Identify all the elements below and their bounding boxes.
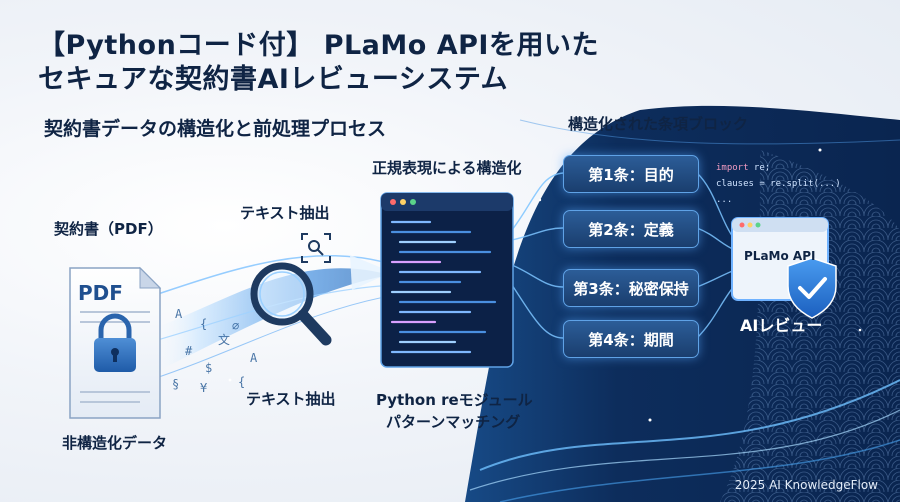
subtitle: 契約書データの構造化と前処理プロセス — [44, 118, 387, 140]
floating-glyphs: A { 文 # $ § ∅ ¥ A { — [172, 307, 258, 395]
clause-block-1: 第1条：目的 — [563, 155, 699, 193]
code-line-2: clauses = re.split(...) — [716, 179, 841, 189]
clause-blocks-label: 構造化された条項ブロック — [568, 115, 749, 133]
svg-text:{: { — [238, 375, 245, 389]
code-line-3: ... — [716, 195, 733, 205]
pdf-doc-text: PDF — [78, 281, 123, 305]
footer-credit: 2025 AI KnowledgeFlow — [734, 478, 878, 492]
sparkles — [228, 148, 862, 422]
svg-text:A: A — [250, 351, 258, 365]
data-stream — [150, 268, 390, 370]
svg-text:¥: ¥ — [200, 381, 208, 395]
code-line-1-rest: re; — [748, 163, 771, 173]
magnifier-icon — [250, 262, 332, 346]
svg-text:§: § — [172, 377, 179, 391]
clause-block-3: 第3条：秘密保持 — [563, 269, 699, 307]
code-editor-icon — [380, 192, 514, 368]
regex-structuring-label: 正規表現による構造化 — [372, 159, 522, 177]
unstructured-data-caption: 非構造化データ — [62, 434, 168, 452]
svg-text:{: { — [200, 317, 207, 331]
code-keyword: import — [716, 163, 749, 173]
svg-text:$: $ — [205, 361, 212, 375]
svg-text:∅: ∅ — [232, 319, 239, 333]
title-line-2: セキュアな契約書AIレビューシステム — [38, 64, 509, 95]
python-re-caption: Python reモジュール — [376, 391, 533, 409]
title-line-1: 【Pythonコード付】 PLaMo APIを用いた — [38, 30, 599, 61]
text-extraction-label-bottom: テキスト抽出 — [246, 390, 336, 408]
api-window-title: PLaMo API — [744, 249, 816, 263]
code-line-1: import re; — [716, 163, 770, 173]
lock-icon — [94, 313, 136, 372]
svg-text:A: A — [175, 307, 183, 321]
clause-block-4: 第4条：期間 — [563, 320, 699, 358]
text-extraction-label-top: テキスト抽出 — [240, 204, 330, 222]
glow-waves — [469, 119, 900, 502]
svg-text:#: # — [185, 344, 193, 358]
pattern-matching-caption: パターンマッチング — [386, 413, 521, 431]
scan-text-icon — [301, 233, 331, 263]
shield-check-icon — [787, 257, 837, 319]
svg-text:文: 文 — [218, 332, 230, 347]
ai-review-caption: AIレビュー — [740, 316, 823, 335]
clause-block-2: 第2条：定義 — [563, 210, 699, 248]
pdf-label: 契約書（PDF） — [54, 220, 163, 238]
flow-arrow-head — [350, 255, 392, 290]
